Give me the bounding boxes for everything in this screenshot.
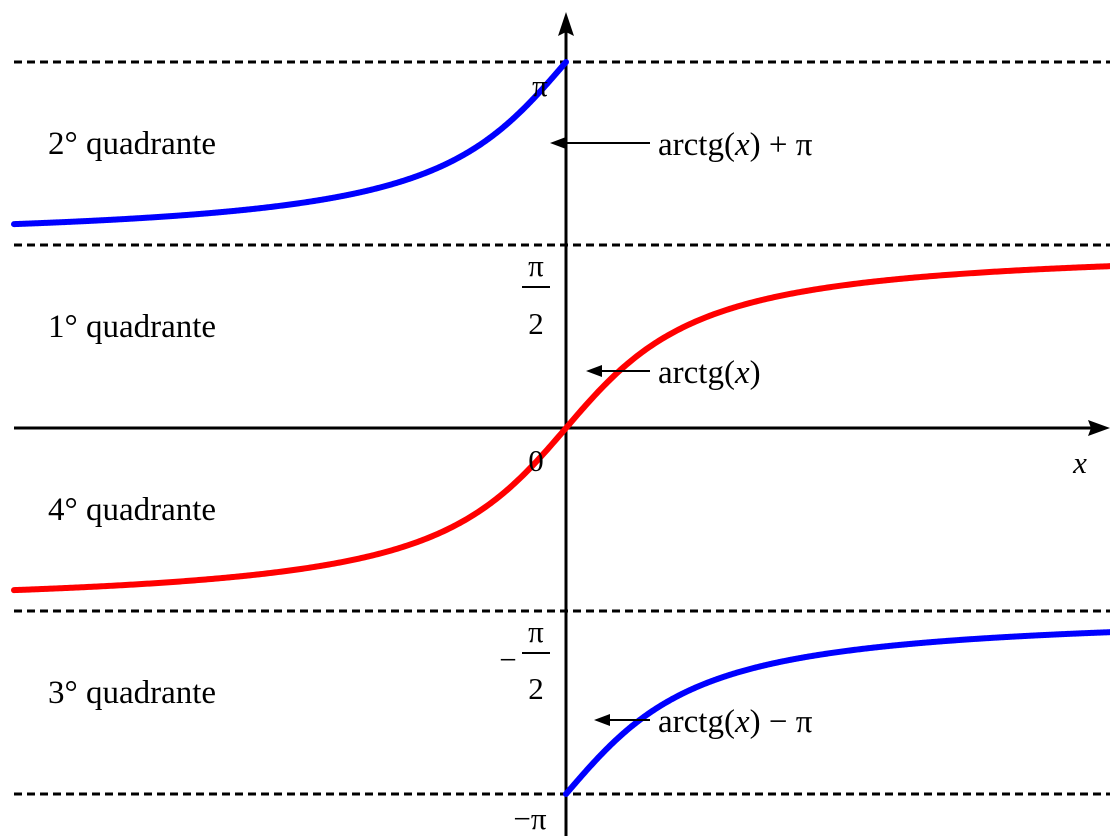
- y-tick-minus-half-pi-numerator: π: [528, 614, 544, 649]
- y-tick-half-pi-denominator: 2: [528, 306, 544, 341]
- quadrant-label-2: 2° quadrante: [48, 126, 216, 162]
- annotations: arctg(x) + π arctg(x) arctg(x) − π: [550, 127, 813, 740]
- y-tick-minus-half-pi-sign: −: [499, 642, 516, 677]
- y-tick-minus-half-pi-denominator: 2: [528, 671, 544, 706]
- quadrant-labels: 2° quadrante 1° quadrante 4° quadrante 3…: [48, 126, 216, 711]
- y-tick-label-pi: π: [532, 68, 548, 103]
- quadrant-label-1: 1° quadrante: [48, 309, 216, 345]
- quadrant-label-3: 3° quadrante: [48, 675, 216, 711]
- axes: [14, 12, 1110, 836]
- annotation-arrowhead-arctg: [586, 365, 602, 377]
- annotation-label-arctg-plus-pi: arctg(x) + π: [658, 127, 813, 163]
- series-line-arctg: [11, 263, 1110, 594]
- y-tick-half-pi-numerator: π: [528, 248, 544, 283]
- annotation-label-arctg: arctg(x): [658, 355, 761, 391]
- y-tick-label-minus-pi: −π: [513, 801, 546, 836]
- series-line-arctg-minus-pi: [563, 629, 1110, 797]
- y-axis-arrowhead: [558, 12, 574, 36]
- annotation-arrowhead-arctg-plus-pi: [550, 137, 566, 149]
- curves: [11, 59, 1110, 797]
- x-axis-arrowhead: [1088, 420, 1110, 436]
- y-tick-label-zero: 0: [528, 443, 544, 478]
- series-line-arctg-plus-pi: [11, 59, 569, 228]
- y-tick-labels: π π 2 0 − π 2 −π: [499, 68, 550, 836]
- horizontal-guides: [14, 60, 1110, 796]
- quadrant-label-4: 4° quadrante: [48, 492, 216, 528]
- annotation-arrowhead-arctg-minus-pi: [594, 714, 610, 726]
- x-axis-label: x: [1072, 445, 1087, 480]
- annotation-label-arctg-minus-pi: arctg(x) − π: [658, 704, 813, 740]
